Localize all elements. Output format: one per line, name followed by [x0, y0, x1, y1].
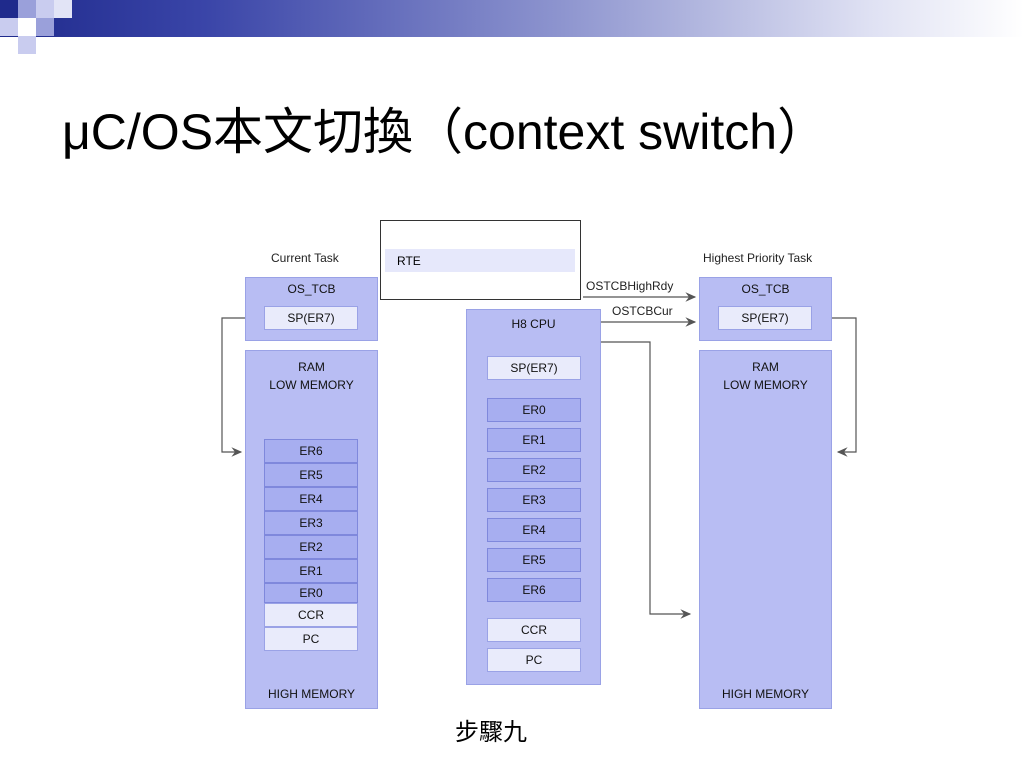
highest-task-tcb-label: OS_TCB	[741, 282, 790, 296]
header-square	[36, 0, 54, 18]
header-square	[54, 0, 72, 18]
stack-er6: ER6	[264, 439, 358, 463]
highest-task-ram-low: RAM LOW MEMORY	[723, 360, 808, 392]
cpu-er1: ER1	[487, 428, 581, 452]
ostcb-highrdy-label: OSTCBHighRdy	[586, 279, 674, 293]
stack-er4: ER4	[264, 487, 358, 511]
current-task-sp: SP(ER7)	[264, 306, 358, 330]
highest-task-ram-panel	[699, 350, 832, 709]
highest-task-sp: SP(ER7)	[718, 306, 812, 330]
cpu-sp: SP(ER7)	[487, 356, 581, 380]
cpu-er6: ER6	[487, 578, 581, 602]
stack-pc: PC	[264, 627, 358, 651]
stack-er3: ER3	[264, 511, 358, 535]
header-square	[18, 36, 36, 54]
highest-task-label: Highest Priority Task	[703, 251, 813, 265]
cpu-label: H8 CPU	[511, 317, 556, 331]
current-task-tcb-label: OS_TCB	[287, 282, 336, 296]
header-square	[18, 0, 36, 18]
cpu-er0: ER0	[487, 398, 581, 422]
cpu-er3: ER3	[487, 488, 581, 512]
current-task-high-memory: HIGH MEMORY	[267, 687, 356, 701]
step-caption: 步驟九	[455, 719, 527, 746]
stack-er2: ER2	[264, 535, 358, 559]
header-square	[0, 0, 18, 18]
cpu-er2: ER2	[487, 458, 581, 482]
rte-label: RTE	[385, 249, 575, 272]
current-task-ram-low: RAM LOW MEMORY	[269, 360, 354, 392]
slide-title: μC/OS本文切換（context switch）	[62, 104, 828, 160]
stack-er1: ER1	[264, 559, 358, 583]
cpu-er4: ER4	[487, 518, 581, 542]
stack-er0: ER0	[264, 583, 358, 603]
header-square	[36, 18, 54, 36]
current-task-label: Current Task	[271, 251, 339, 265]
header-gradient-bar	[0, 0, 1024, 37]
cpu-pc: PC	[487, 648, 581, 672]
header-square	[0, 18, 18, 36]
header-square	[18, 18, 36, 36]
ostcb-cur-label: OSTCBCur	[612, 304, 673, 318]
stack-ccr: CCR	[264, 603, 358, 627]
stack-er5: ER5	[264, 463, 358, 487]
highest-task-high-memory: HIGH MEMORY	[721, 687, 810, 701]
cpu-ccr: CCR	[487, 618, 581, 642]
cpu-er5: ER5	[487, 548, 581, 572]
